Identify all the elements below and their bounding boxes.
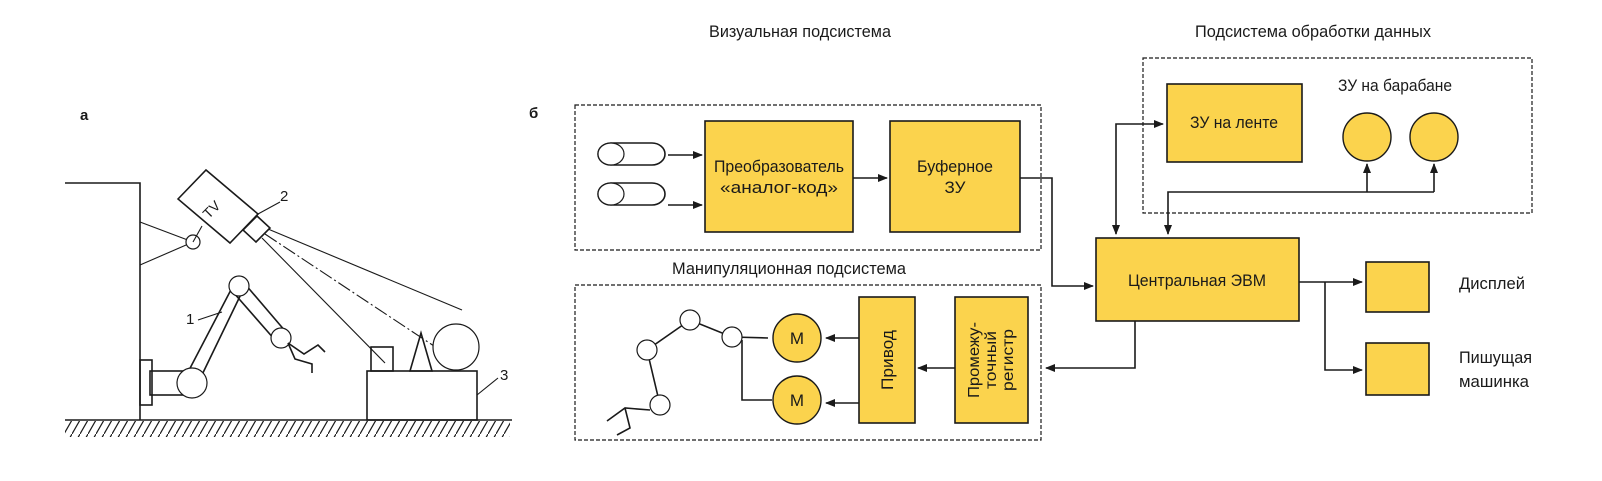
- register-label-line2: точный: [983, 331, 1000, 389]
- panel-b-label: б: [529, 105, 538, 122]
- camera-icon-1: [597, 142, 666, 166]
- panel-a-label: а: [80, 107, 89, 124]
- drum-2-icon: [1409, 112, 1459, 162]
- drum-memory-label: ЗУ на барабане: [1338, 76, 1452, 95]
- visual-subsystem-title: Визуальная подсистема: [709, 22, 892, 41]
- register-label-line1: Промежу-: [966, 322, 983, 398]
- visual-subsystem-frame: [574, 104, 1042, 251]
- tape-label: ЗУ на ленте: [1190, 113, 1278, 132]
- converter-label-line2: «аналог-код»: [720, 178, 838, 197]
- buffer-label-line2: ЗУ: [945, 178, 966, 197]
- motor-2-label: М: [790, 391, 804, 410]
- converter-label-line1: Преобразователь: [714, 157, 844, 176]
- camera-mount: [139, 221, 203, 266]
- cpu-label: Центральная ЭВМ: [1128, 271, 1266, 290]
- tv-label: TV: [199, 197, 223, 221]
- wall: [65, 182, 141, 420]
- panel-a-illustration: а TV 2: [65, 107, 512, 437]
- manipulation-subsystem-title: Манипуляционная подсистема: [672, 259, 907, 278]
- panel-b-block-diagram: б Визуальная подсистема Подсистема обраб…: [529, 22, 1533, 441]
- central-computer-block: Центральная ЭВМ: [1095, 237, 1300, 322]
- display-block: [1365, 261, 1430, 313]
- ground-hatching: [65, 421, 510, 437]
- drive-label: Привод: [878, 330, 897, 390]
- robot-arm: 1: [139, 275, 326, 406]
- camera-view-cone: [261, 228, 463, 364]
- work-table: 3: [366, 323, 508, 421]
- typewriter-label-line2: машинка: [1459, 372, 1530, 391]
- converter-block: Преобразователь «аналог-код»: [704, 120, 854, 233]
- manipulator-arm-icon: [606, 309, 769, 436]
- register-label-line3: регистр: [1000, 329, 1017, 391]
- drum-1-icon: [1342, 112, 1392, 162]
- drive-block: Привод: [858, 296, 916, 424]
- buffer-label-line1: Буферное: [917, 157, 993, 176]
- typewriter-label-line1: Пишущая: [1459, 348, 1532, 367]
- tape-memory-block: ЗУ на ленте: [1166, 83, 1303, 163]
- motor-1-icon: М: [772, 313, 822, 363]
- data-subsystem-title: Подсистема обработки данных: [1195, 22, 1431, 41]
- tv-camera-icon: TV 2: [176, 168, 288, 245]
- display-label: Дисплей: [1459, 274, 1525, 293]
- callout-2: 2: [280, 188, 288, 205]
- callout-1: 1: [186, 311, 194, 328]
- camera-icon-2: [597, 182, 666, 206]
- data-subsystem-frame: [1142, 57, 1533, 214]
- intermediate-register-block: Промежу- точный регистр: [954, 296, 1029, 424]
- manipulation-subsystem-frame: [574, 284, 1042, 441]
- typewriter-block: [1365, 342, 1430, 396]
- motor-1-label: М: [790, 329, 804, 348]
- callout-3: 3: [500, 367, 508, 384]
- motor-2-icon: М: [772, 375, 822, 425]
- buffer-memory-block: Буферное ЗУ: [889, 120, 1021, 233]
